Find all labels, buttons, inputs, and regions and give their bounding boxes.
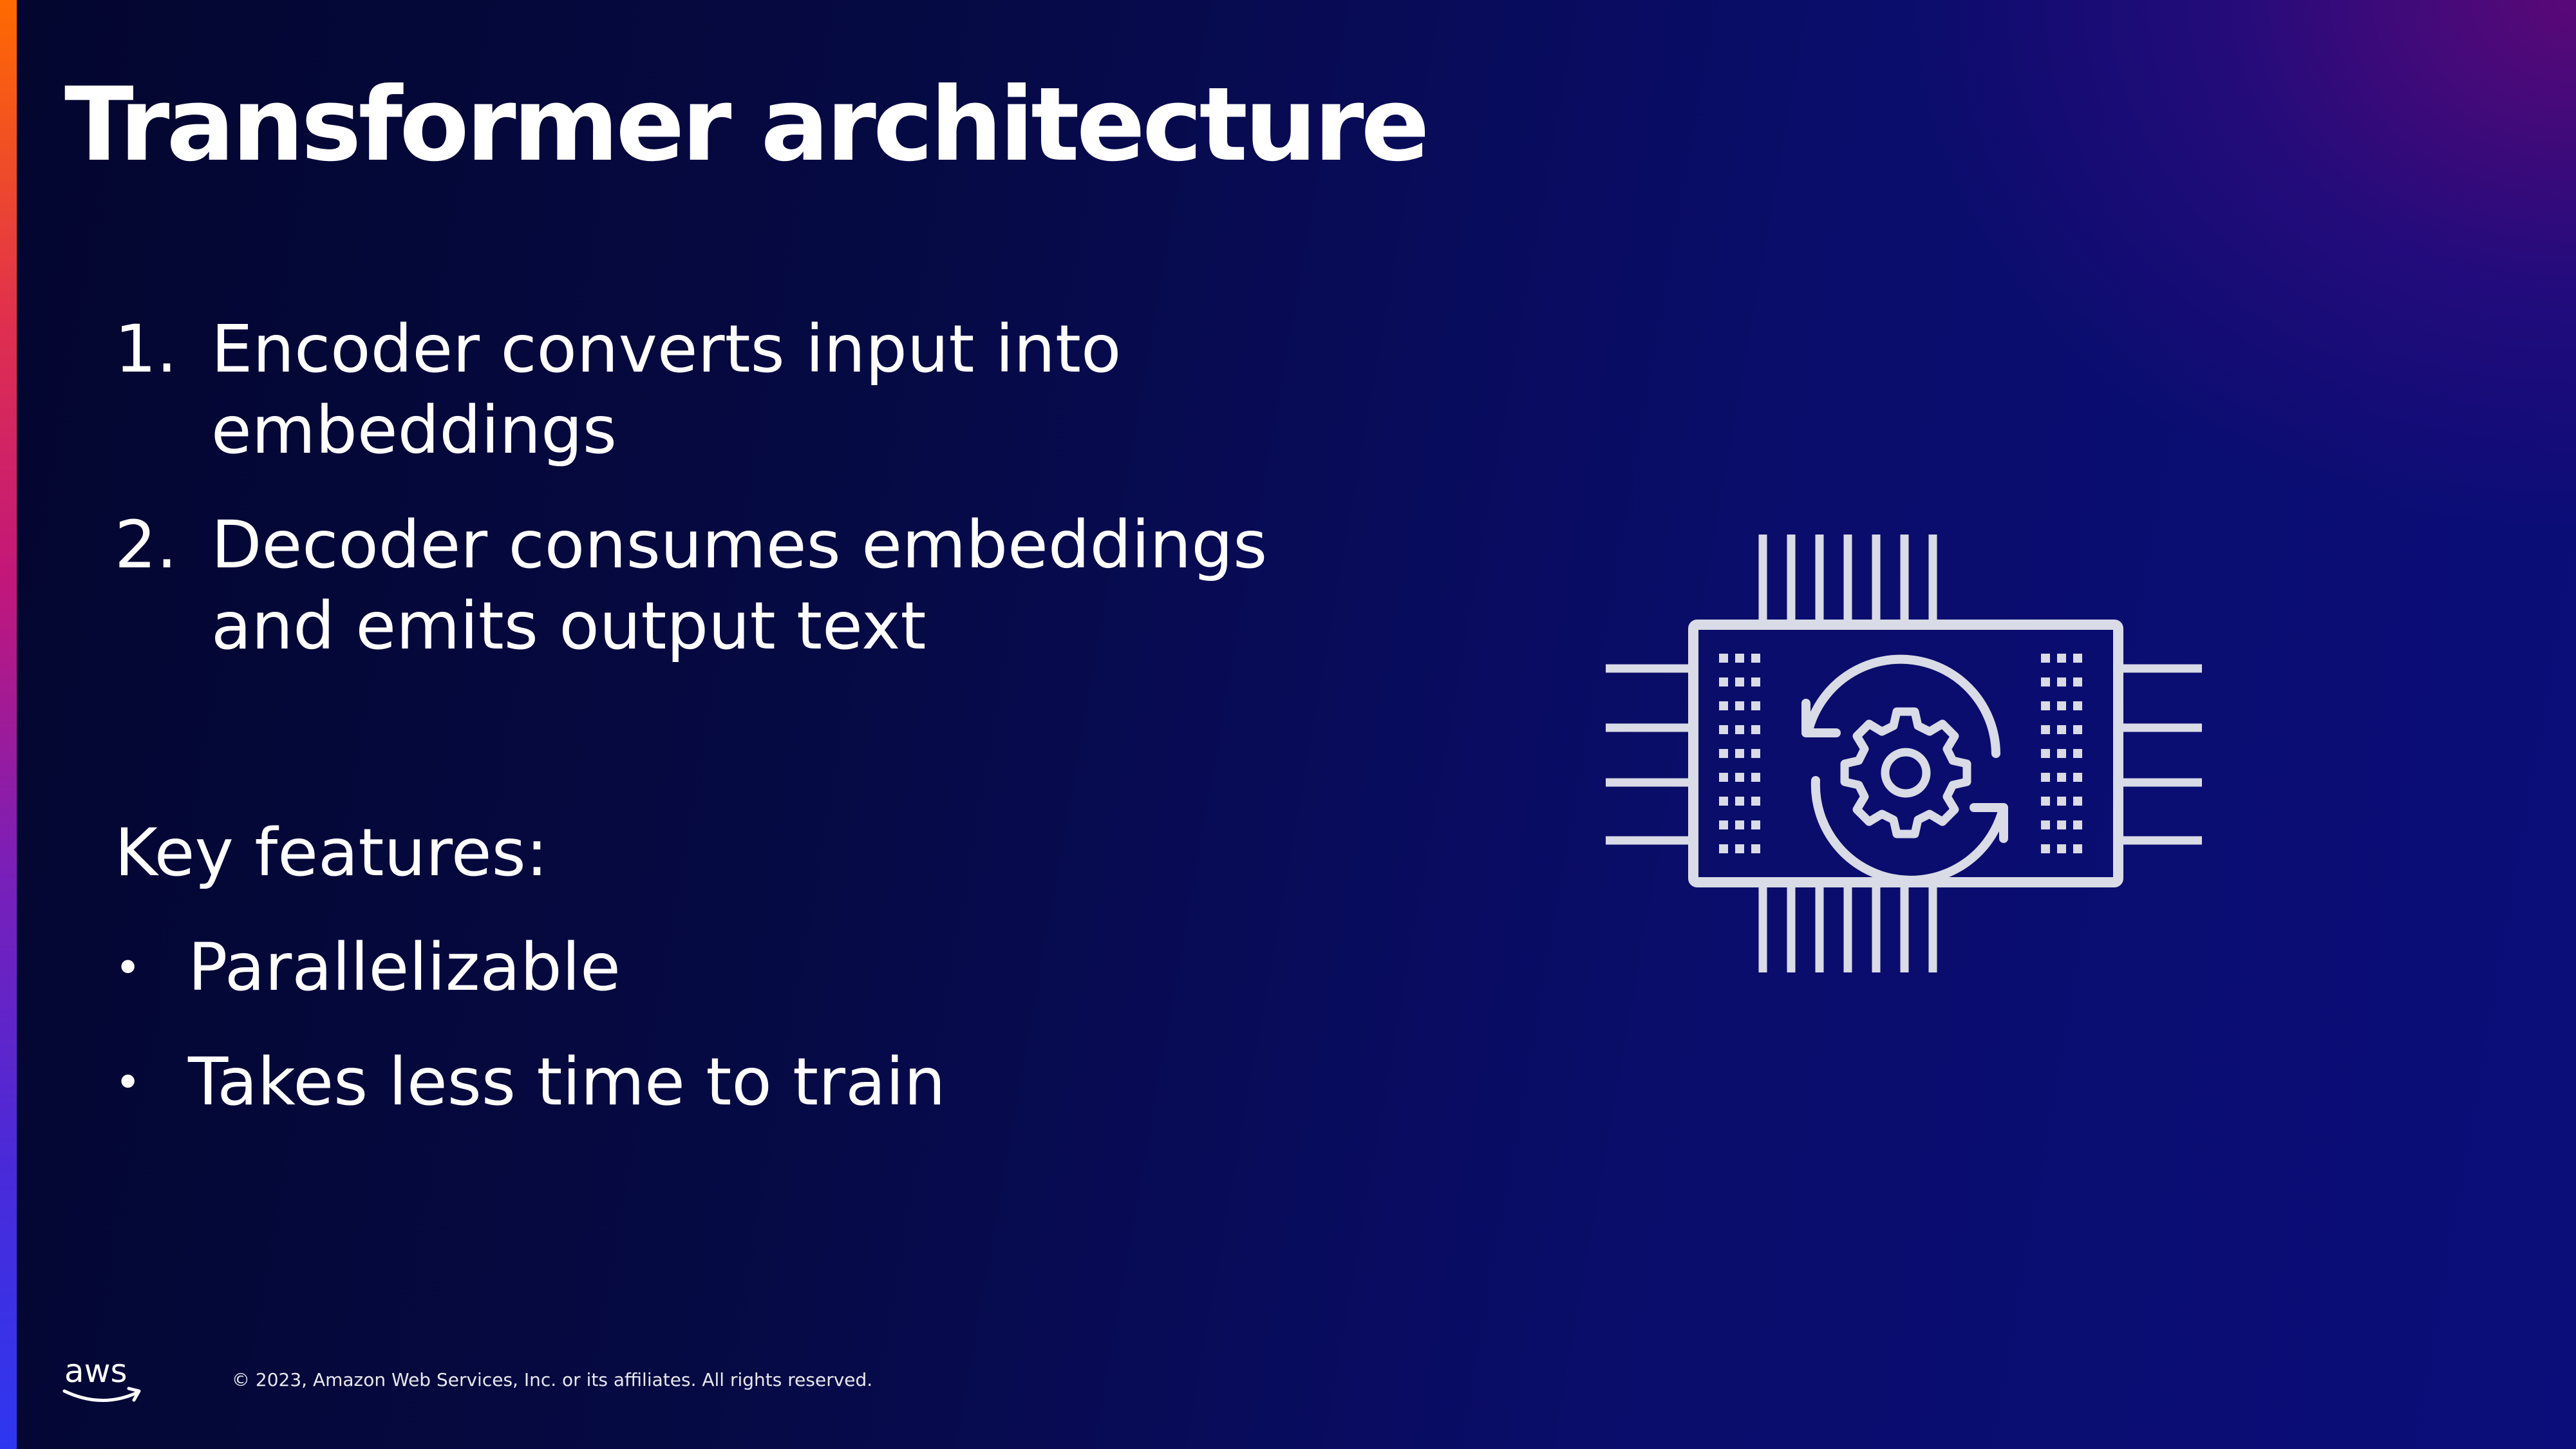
bullet-text: Takes less time to train bbox=[188, 1044, 946, 1121]
numbered-item-text: Decoder consumes embeddings and emits ou… bbox=[211, 507, 1268, 665]
numbered-item-marker: 1. bbox=[115, 311, 178, 388]
numbered-item-2: 2. Decoder consumes embeddings and emits… bbox=[115, 505, 1338, 667]
chip-left-pins bbox=[1606, 664, 1693, 845]
aws-logo: aws bbox=[62, 1352, 141, 1402]
chip-right-pins bbox=[2118, 664, 2202, 845]
gear-icon bbox=[1840, 707, 1971, 838]
bullet-list: • Parallelizable • Takes less time to tr… bbox=[115, 927, 946, 1157]
features-heading: Key features: bbox=[115, 815, 549, 891]
bullet-item-1: • Parallelizable bbox=[115, 927, 946, 1009]
chip-right-dot-grid bbox=[2041, 654, 2082, 853]
processor-chip-with-gear-icon bbox=[1606, 535, 2202, 972]
bullet-marker: • bbox=[115, 942, 142, 994]
bullet-item-2: • Takes less time to train bbox=[115, 1042, 946, 1123]
numbered-item-1: 1. Encoder converts input into embedding… bbox=[115, 309, 1338, 471]
slide-title: Transformer architecture bbox=[64, 66, 1430, 184]
chip-bottom-pins bbox=[1758, 882, 1937, 972]
numbered-item-marker: 2. bbox=[115, 507, 178, 583]
accent-bar bbox=[0, 0, 17, 1449]
refresh-arrows-icon bbox=[1801, 654, 2008, 885]
copyright-notice: © 2023, Amazon Web Services, Inc. or its… bbox=[232, 1369, 873, 1390]
numbered-item-text: Encoder converts input into embeddings bbox=[211, 311, 1122, 469]
bullet-text: Parallelizable bbox=[188, 929, 621, 1006]
chip-top-pins bbox=[1758, 535, 1937, 625]
aws-logo-text: aws bbox=[64, 1352, 127, 1390]
bullet-marker: • bbox=[115, 1056, 142, 1109]
numbered-list: 1. Encoder converts input into embedding… bbox=[115, 309, 1338, 701]
chip-left-dot-grid bbox=[1719, 654, 1760, 853]
